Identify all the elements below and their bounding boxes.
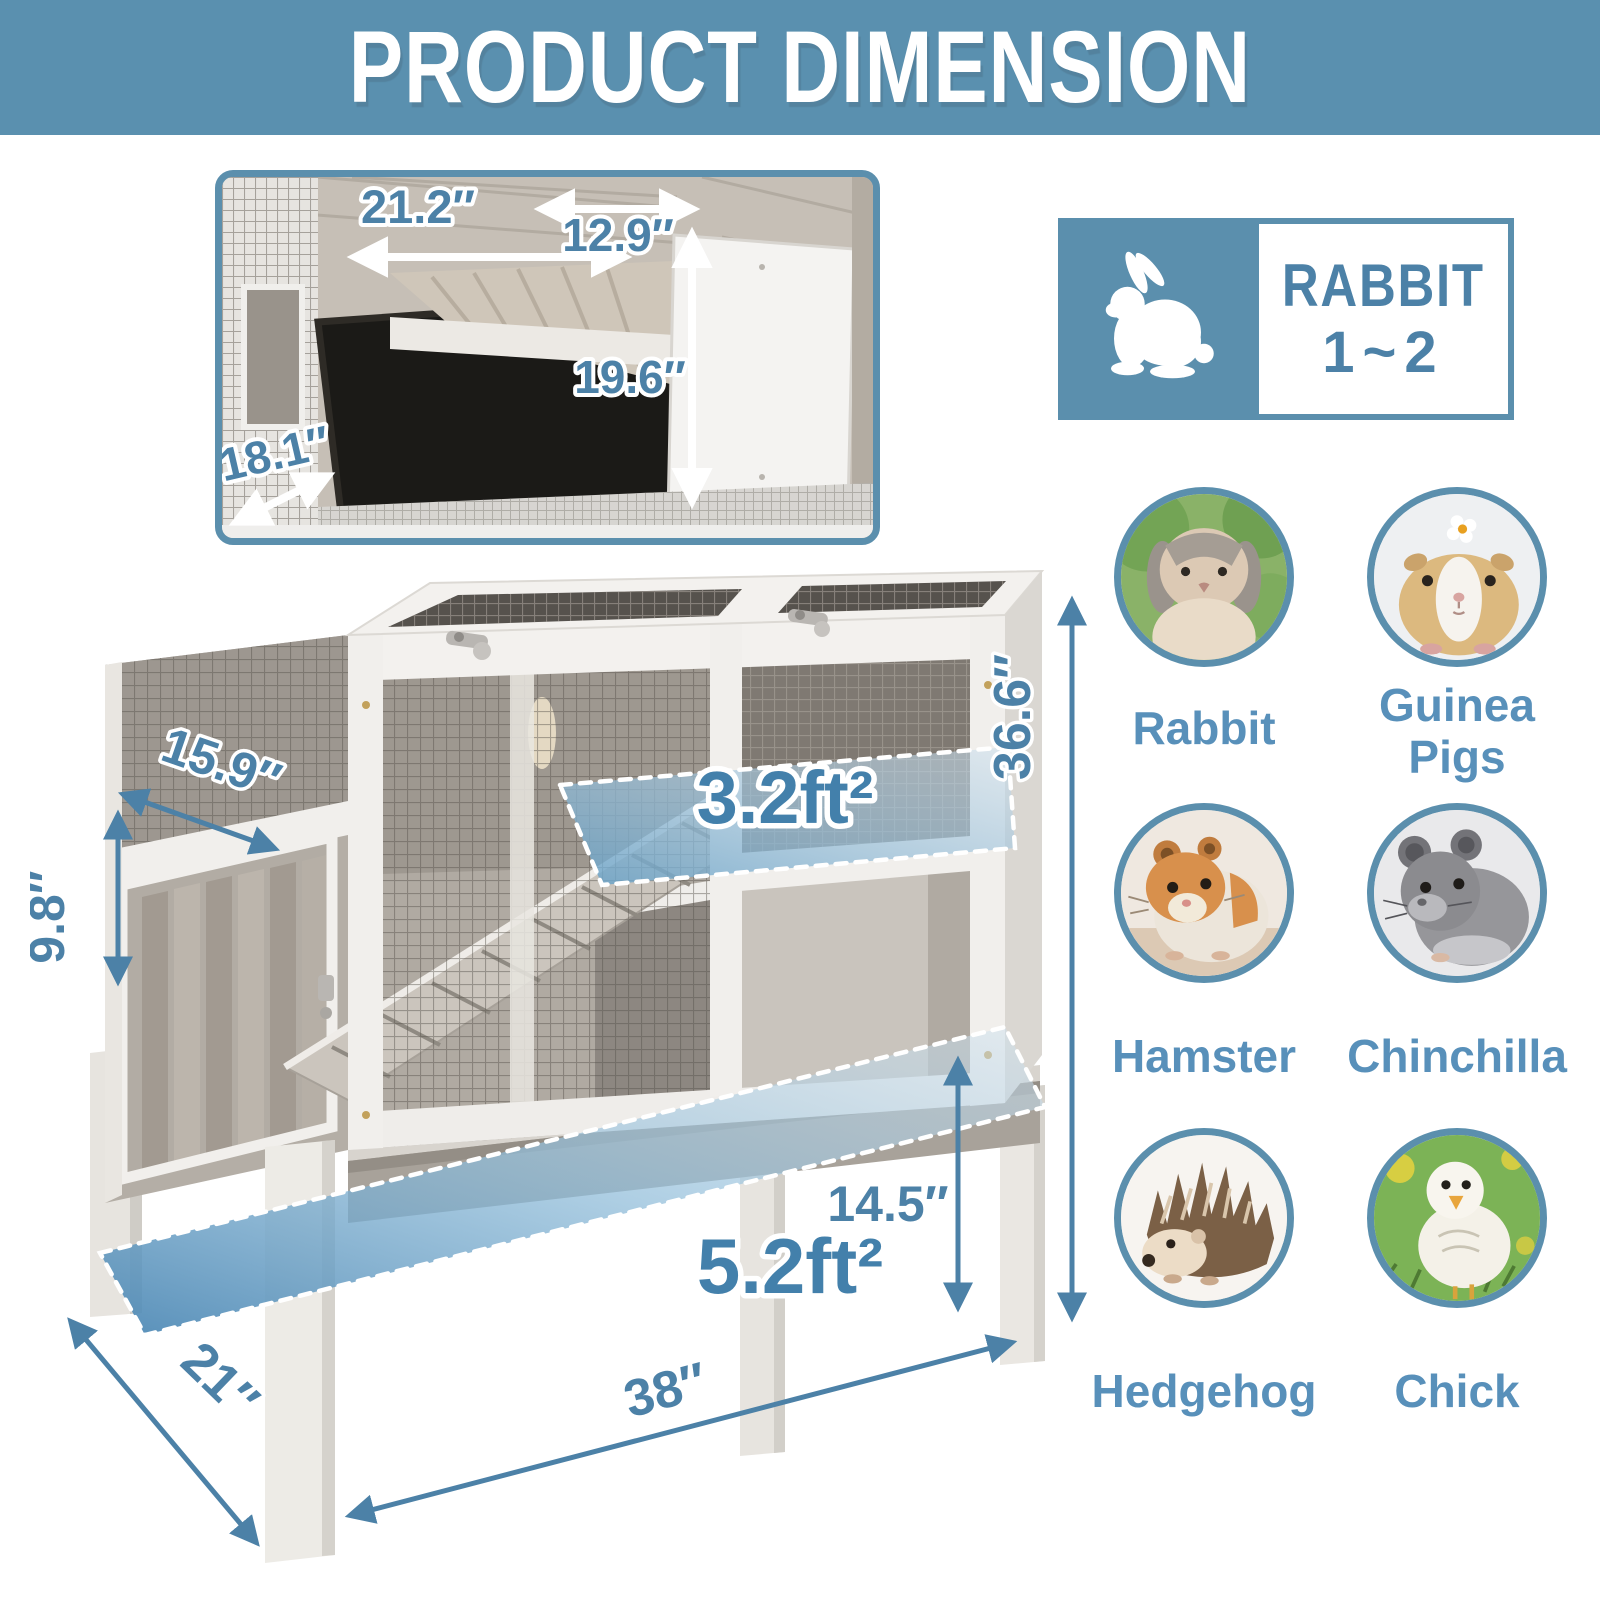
animal-card-rabbit: Rabbit bbox=[1109, 487, 1299, 755]
hedgehog-photo bbox=[1114, 1128, 1294, 1308]
main-platform-area-overlay bbox=[96, 1024, 1049, 1338]
top-front-rail bbox=[348, 615, 1005, 681]
chick-photo bbox=[1367, 1128, 1547, 1308]
flower-icon bbox=[1446, 515, 1477, 543]
width-label: 38″ bbox=[618, 1352, 713, 1429]
depth-arrow bbox=[67, 1317, 260, 1547]
animal-label: Rabbit bbox=[1132, 702, 1276, 754]
interior-illustration: 21.2″ 12.9″ 19.6″ 18.1″ bbox=[222, 177, 873, 538]
animal-label: Guinea Pigs bbox=[1379, 679, 1535, 783]
title-banner: PRODUCT DIMENSION bbox=[0, 0, 1600, 135]
animal-label: Chinchilla bbox=[1347, 1030, 1567, 1082]
interior-top-view-photo: 21.2″ 12.9″ 19.6″ 18.1″ bbox=[215, 170, 880, 545]
overall-height-label: 36.6″ bbox=[984, 654, 1042, 780]
rabbit-icon bbox=[1058, 218, 1253, 420]
depth-label: 21″ bbox=[170, 1331, 270, 1430]
cage-right-face bbox=[1005, 571, 1042, 1103]
badge-count-label: 1~2 bbox=[1322, 320, 1445, 385]
door-height-label: 9.8″ bbox=[30, 870, 75, 964]
front-door bbox=[116, 830, 338, 1187]
hamster-photo bbox=[1114, 803, 1294, 983]
animal-label: Chick bbox=[1394, 1365, 1520, 1417]
door-width-arrow bbox=[117, 788, 281, 855]
floor-depth-arrow bbox=[228, 472, 336, 526]
cage-left-face bbox=[105, 635, 348, 1203]
chinchilla-photo bbox=[1367, 803, 1547, 983]
leg-height-label: 14.5″ bbox=[827, 1176, 948, 1232]
door-latch-icon bbox=[318, 975, 334, 1001]
hideout-depth-label: 19.6″ bbox=[574, 351, 686, 403]
main-area-label: 5.2ft² bbox=[697, 1222, 883, 1310]
animal-card-chick: Chick bbox=[1362, 1128, 1552, 1418]
roof-latch-icon bbox=[446, 630, 491, 660]
capacity-badge: RABBIT 1~2 bbox=[1058, 218, 1514, 420]
cage-roof bbox=[344, 569, 1045, 660]
page-title: PRODUCT DIMENSION bbox=[348, 10, 1252, 124]
badge-animal-label: RABBIT bbox=[1282, 252, 1485, 319]
dimension-arrows bbox=[67, 595, 1087, 1547]
animal-card-chinchilla: Chinchilla bbox=[1347, 803, 1567, 1083]
capacity-text-box: RABBIT 1~2 bbox=[1253, 218, 1514, 420]
animal-label: Hedgehog bbox=[1091, 1365, 1317, 1417]
hideout-width-label: 12.9″ bbox=[562, 209, 674, 261]
floor-depth-label: 18.1″ bbox=[222, 416, 335, 492]
upper-platform-area-overlay bbox=[556, 744, 1018, 888]
hideout-roof bbox=[668, 235, 854, 515]
animal-card-hamster: Hamster bbox=[1109, 803, 1299, 1083]
roof-latch-icon-2 bbox=[787, 609, 830, 637]
guinea-pigs-photo bbox=[1367, 487, 1547, 667]
upper-area-label: 3.2ft² bbox=[697, 756, 874, 839]
rabbit-photo bbox=[1114, 487, 1294, 667]
inset-dim-arrows bbox=[228, 188, 713, 526]
animal-card-guinea-pigs: Guinea Pigs bbox=[1362, 487, 1552, 783]
animal-card-hedgehog: Hedgehog bbox=[1092, 1128, 1316, 1418]
opening-width-label: 21.2″ bbox=[361, 180, 475, 233]
cage-dimension-figure: 3.2ft² 5.2ft² 15.9″ 9.8″ 36.6″ 14.5″ 38″… bbox=[30, 555, 1090, 1595]
width-arrow bbox=[344, 1334, 1018, 1524]
animal-label: Hamster bbox=[1111, 1030, 1297, 1082]
